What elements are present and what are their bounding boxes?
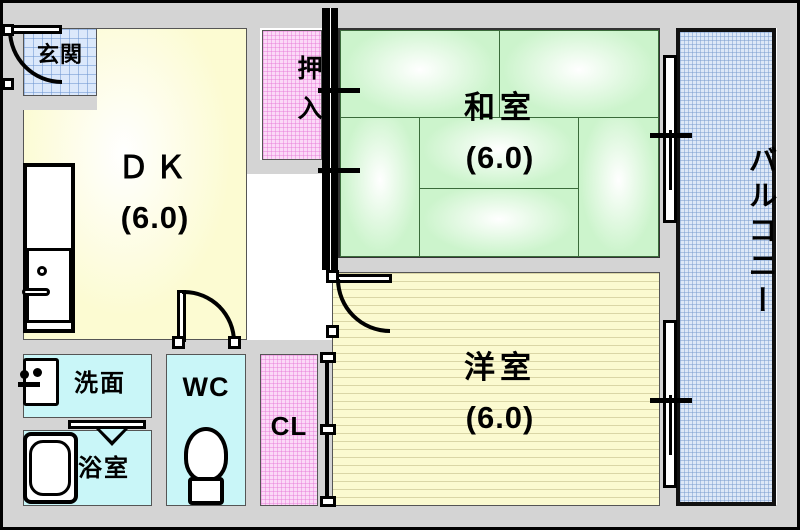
bathtub-inner: [29, 440, 71, 496]
washitsu-fusuma-leaf[interactable]: [331, 8, 334, 270]
tatami-mat: [419, 188, 579, 257]
wall-top: [3, 3, 797, 28]
yoshitsu-door-jamb-top: [326, 270, 339, 283]
room-oshiire: [262, 30, 322, 160]
dk-hall-door-jamb-left: [172, 336, 185, 349]
washbasin-faucet-left: [20, 370, 29, 379]
genkan-door-jamb-bottom: [2, 78, 14, 90]
cl-door-stop-bottom: [320, 496, 336, 507]
toilet-bowl: [184, 427, 228, 482]
tatami-mat: [340, 117, 420, 257]
room-balcony: [676, 28, 776, 506]
tatami-mat: [499, 30, 659, 118]
washitsu-fusuma-handle-top: [318, 88, 360, 93]
wall-right: [777, 3, 797, 527]
room-cl: [260, 354, 318, 506]
kitchen-faucet-knob: [37, 266, 47, 276]
genkan-door-jamb-top: [2, 24, 14, 36]
washbasin-spout: [18, 382, 40, 387]
wall-hall-vertical-2: [246, 340, 260, 510]
washitsu-balcony-window-handle: [650, 133, 692, 138]
wall-bottom: [3, 505, 797, 527]
yoshitsu-balcony-window-handle: [650, 398, 692, 403]
washitsu-balcony-window-leaf[interactable]: [669, 130, 672, 190]
kitchen-faucet-spout: [22, 288, 50, 296]
tatami-mat: [419, 117, 579, 189]
wall-dk-oshiire: [246, 28, 260, 174]
wall-oshiire-south: [246, 160, 336, 174]
dk-hall-door-jamb-right: [228, 336, 241, 349]
kitchen-sink-basin: [26, 248, 72, 323]
cl-door-stop-top: [320, 352, 336, 363]
wall-washitsu-yoshitsu: [330, 258, 670, 272]
washbasin-faucet-right: [33, 368, 42, 377]
tatami-mat: [340, 30, 500, 118]
yoshitsu-door-jamb-bottom: [326, 325, 339, 338]
cl-door-stop-mid: [320, 424, 336, 435]
room-washitsu: [338, 28, 660, 258]
yoshitsu-balcony-window-leaf[interactable]: [669, 395, 672, 455]
wall-left: [3, 3, 23, 527]
washitsu-fusuma-handle-bottom: [318, 168, 360, 173]
bath-door-arrow-inner: [100, 429, 124, 441]
toilet-tank: [188, 477, 224, 505]
bath-door-lintel: [68, 420, 146, 429]
tatami-mat: [578, 117, 659, 257]
oshiire-fusuma-rail[interactable]: [322, 8, 328, 270]
